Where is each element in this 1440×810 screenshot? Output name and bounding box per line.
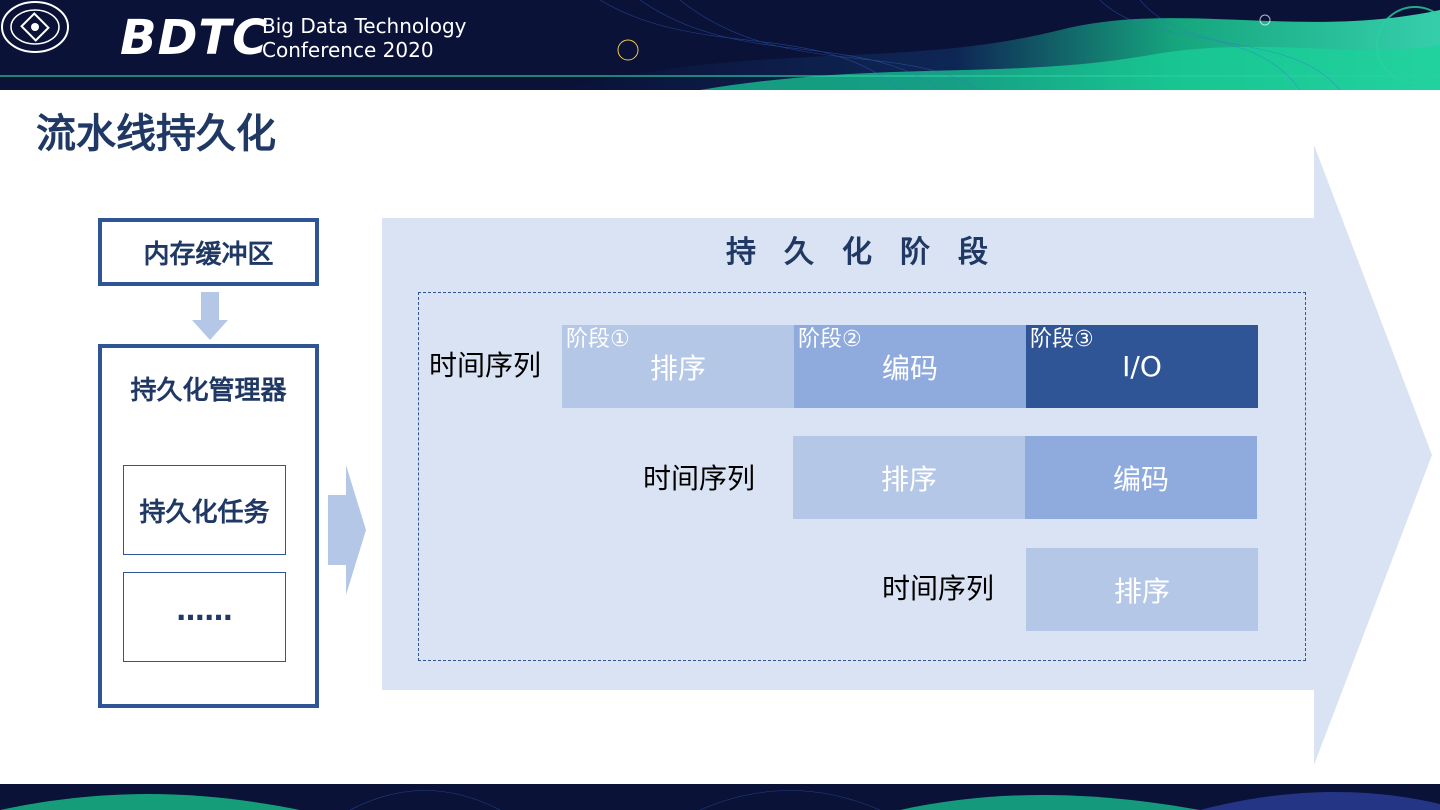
cell-text: 排序 xyxy=(650,347,706,387)
stage-2-tag: 阶段② xyxy=(798,327,862,353)
down-arrow-icon xyxy=(192,292,228,340)
subtitle-line-2: Conference 2020 xyxy=(262,38,466,62)
right-arrow-icon xyxy=(328,465,366,595)
persistence-manager-label: 持久化管理器 xyxy=(102,370,315,407)
footer-decoration xyxy=(0,784,1440,810)
more-tasks-box: …… xyxy=(123,572,286,662)
conference-subtitle: Big Data Technology Conference 2020 xyxy=(262,14,466,62)
cell-text: I/O xyxy=(1122,350,1162,383)
ccf-seal-icon xyxy=(0,0,70,54)
stage-3-tag: 阶段③ xyxy=(1030,327,1094,353)
series-label-row-1: 时间序列 xyxy=(429,346,541,386)
series-label-row-2: 时间序列 xyxy=(643,459,755,499)
page-title: 流水线持久化 xyxy=(36,108,276,160)
cell-text: 排序 xyxy=(881,458,937,498)
cell-text: 编码 xyxy=(1113,458,1169,498)
persistence-task-box: 持久化任务 xyxy=(123,465,286,555)
header-banner: BDTC Big Data Technology Conference 2020 xyxy=(0,0,1440,90)
cell-text: 编码 xyxy=(882,347,938,387)
row-2-stage-2-encode: 编码 xyxy=(1025,436,1257,519)
row-2-stage-1-sort: 排序 xyxy=(793,436,1025,519)
footer-band xyxy=(0,784,1440,810)
row-1-stage-3-io: 阶段③ I/O xyxy=(1026,325,1258,408)
brand-logo-text: BDTC xyxy=(120,10,268,66)
cell-text: 排序 xyxy=(1114,570,1170,610)
row-3-stage-1-sort: 排序 xyxy=(1026,548,1258,631)
subtitle-line-1: Big Data Technology xyxy=(262,14,466,38)
stage-heading: 持久化阶段 xyxy=(726,230,1016,276)
row-1-stage-2-encode: 阶段② 编码 xyxy=(794,325,1026,408)
row-1-stage-1-sort: 阶段① 排序 xyxy=(562,325,794,408)
memory-buffer-box: 内存缓冲区 xyxy=(98,218,319,286)
stage-1-tag: 阶段① xyxy=(566,327,630,353)
series-label-row-3: 时间序列 xyxy=(882,569,994,609)
